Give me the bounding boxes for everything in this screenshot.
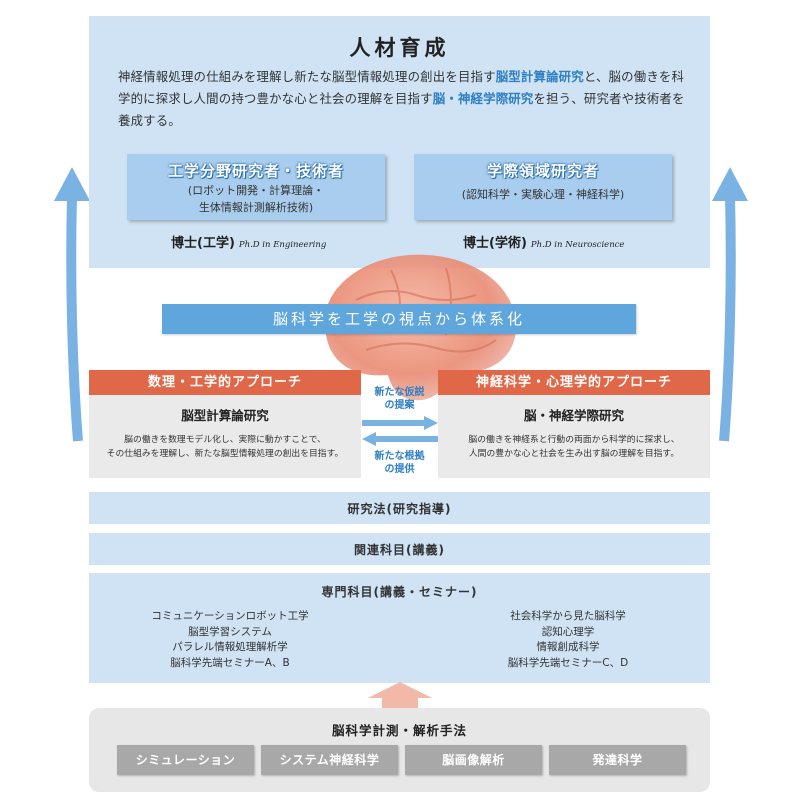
description-text: 神経情報処理の仕組みを理解し新たな脳型情報処理の創出を目指す脳型計算論研究と、脳…	[118, 66, 688, 132]
course-item: 認知心理学	[541, 625, 595, 638]
hypothesis-label: 新たな仮説 の提案	[361, 386, 438, 412]
degree-engineering: 博士(工学)Ph.D in Engineering	[171, 232, 326, 251]
interdisciplinary-researcher-box: 学際領域研究者 (認知科学・実験心理・神経科学)	[414, 154, 672, 220]
degree-english: Ph.D in Neuroscience	[530, 240, 625, 250]
band-title: 関連科目(講義)	[354, 543, 445, 557]
evidence-label: 新たな根拠 の提供	[361, 450, 438, 476]
method-simulation: シミュレーション	[117, 745, 254, 775]
course-item: 社会科学から見た脳科学	[510, 610, 626, 622]
arrow-left-icon	[362, 432, 438, 446]
brain-computation-research-box: 脳型計算論研究 脳の働きを数理モデル化し、実際に動かすことで、 その仕組みを理解…	[89, 395, 361, 478]
desc-segment: 神経情報処理の仕組みを理解し新たな脳型情報処理の創出を目指す	[118, 69, 496, 84]
course-item: コミュニケーションロボット工学	[151, 610, 309, 622]
course-item: 脳型学習システム	[188, 625, 272, 638]
role-subtitle: (ロボット開発・計算理論・	[187, 184, 325, 197]
course-list-right: 社会科学から見た脳科学 認知心理学 情報創成科学 脳科学先端セミナーC、D	[458, 609, 678, 671]
approach-desc-line: 脳の働きを数理モデル化し、実際に動かすことで、	[124, 435, 326, 445]
method-developmental-science: 発達科学	[549, 745, 686, 775]
page-title: 人材育成	[349, 35, 450, 60]
arrow-right-icon	[362, 416, 438, 430]
hypothesis-line: 新たな仮説	[374, 387, 425, 398]
role-subtitle: (認知科学・実験心理・神経科学)	[461, 188, 625, 201]
degree-label: 博士(工学)	[171, 236, 235, 251]
method-brain-imaging: 脳画像解析	[405, 745, 542, 775]
role-title: 学際領域研究者	[486, 162, 599, 180]
math-engineering-approach-bar: 数理・工学的アプローチ	[89, 370, 361, 395]
degree-english: Ph.D in Engineering	[238, 240, 327, 250]
degree-neuroscience: 博士(学術)Ph.D in Neuroscience	[463, 232, 624, 251]
course-item: 情報創成科学	[536, 641, 600, 653]
approach-desc-line: 脳の働きを神経系と行動の両面から科学的に探求し、	[468, 435, 680, 445]
band-title: 研究法(研究指導)	[347, 502, 452, 516]
evidence-line: の提供	[384, 464, 415, 475]
course-item: 脳科学先端セミナーC、D	[507, 656, 629, 669]
evidence-line: 新たな根拠	[374, 451, 425, 462]
brain-neuro-interdisciplinary-box: 脳・神経学際研究 脳の働きを神経系と行動の両面から科学的に探求し、 人間の豊かな…	[438, 395, 710, 478]
band-title: 専門科目(講義・セミナー)	[321, 585, 478, 599]
neuro-psych-approach-bar: 神経科学・心理学的アプローチ	[438, 370, 710, 395]
systematization-banner: 脳科学を工学の視点から体系化	[162, 304, 636, 334]
desc-highlight-brain-computation: 脳型計算論研究	[495, 69, 584, 84]
related-subjects-band: 関連科目(講義)	[89, 533, 710, 565]
approach-title: 脳・神経学際研究	[523, 408, 624, 423]
cycle-arrow-left-icon	[54, 167, 90, 442]
human-resource-panel	[89, 16, 710, 268]
course-list-left: コミュニケーションロボット工学 脳型学習システム パラレル情報処理解析学 脳科学…	[120, 609, 340, 671]
special-subjects-band: 専門科目(講義・セミナー)	[89, 573, 710, 683]
research-method-band: 研究法(研究指導)	[89, 492, 710, 524]
desc-highlight-interdisciplinary: 脳・神経学際研究	[432, 91, 534, 106]
role-subtitle: 生体情報計測解析技術)	[198, 201, 314, 214]
arrow-up-icon	[368, 682, 432, 710]
methods-title: 脳科学計測・解析手法	[331, 723, 467, 738]
course-item: 脳科学先端セミナーA、B	[170, 656, 290, 669]
role-title: 工学分野研究者・技術者	[167, 162, 344, 180]
degree-label: 博士(学術)	[463, 236, 527, 251]
engineering-researcher-box: 工学分野研究者・技術者 (ロボット開発・計算理論・ 生体情報計測解析技術)	[127, 154, 385, 220]
desc-segment: を担う、研究者や技術者を養成する。	[118, 91, 685, 128]
method-systems-neuroscience: システム神経科学	[261, 745, 398, 775]
approach-title: 脳型計算論研究	[181, 408, 269, 423]
approach-desc-line: 人間の豊かな心と社会を生み出す脳の理解を目指す。	[468, 449, 680, 459]
cycle-arrow-right-icon	[712, 167, 748, 442]
desc-segment: と、脳の働きを科学的に探求し人間の持つ豊かな心と社会の理解を目指す	[118, 69, 685, 106]
course-item: パラレル情報処理解析学	[172, 641, 288, 653]
approach-desc-line: その仕組みを理解し、新たな脳型情報処理の創出を目指す。	[106, 449, 344, 459]
hypothesis-line: の提案	[384, 400, 415, 411]
